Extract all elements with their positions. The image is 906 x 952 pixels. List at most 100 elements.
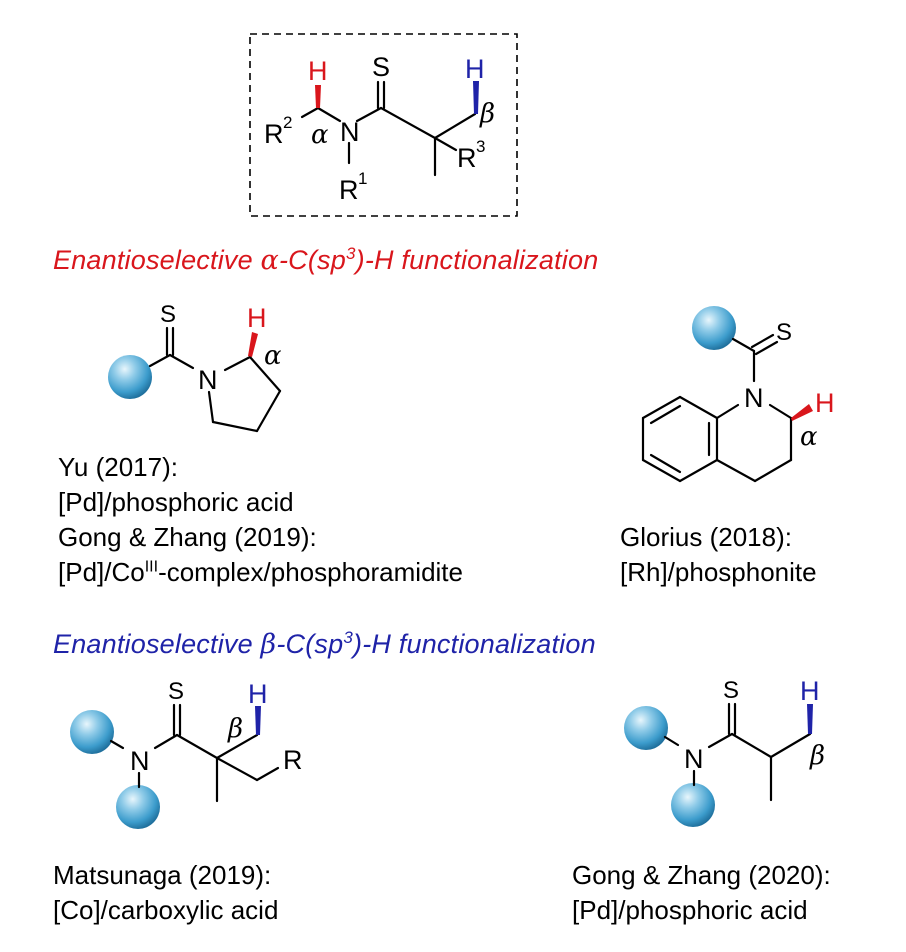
atom-r3-superscript: 3 <box>476 137 485 156</box>
reference-author: Gong & Zhang (2020): <box>572 860 831 890</box>
atom-h-beta: H <box>800 676 820 706</box>
bond <box>379 106 437 140</box>
bond <box>255 389 282 433</box>
bond <box>211 420 259 433</box>
label-beta: β <box>479 99 495 129</box>
bond <box>355 106 383 123</box>
bond <box>678 458 719 483</box>
label-alpha: α <box>264 341 282 371</box>
beta-left-references: Matsunaga (2019): [Co]/carboxylic acid <box>53 858 278 928</box>
label-beta: β <box>227 714 243 744</box>
atom-r2: R <box>264 119 284 149</box>
wedge-bond-beta-h <box>807 704 813 734</box>
label-alpha: α <box>311 120 329 150</box>
propanethioamide-structure: S N H β <box>624 676 825 827</box>
bond <box>148 353 172 368</box>
reference-catalyst: [Rh]/phosphonite <box>620 557 817 587</box>
atom-r1-superscript: 1 <box>358 169 367 188</box>
atom-h-beta: H <box>465 54 485 84</box>
atom-n: N <box>684 744 704 774</box>
bond <box>109 739 125 750</box>
bond <box>641 395 682 420</box>
atom-r1: R <box>339 175 359 205</box>
alpha-left-references: Yu (2017): [Pd]/phosphoric acid Gong & Z… <box>58 450 463 590</box>
bond <box>715 458 757 483</box>
atom-r: R <box>283 745 303 775</box>
atom-n: N <box>744 383 764 413</box>
heading-greek-alpha: α <box>260 245 279 276</box>
label-beta: β <box>809 741 825 771</box>
pyrrolidine-thioamide-structure: S N H α <box>108 301 282 433</box>
heading-suffix: )-H functionalization <box>355 245 599 275</box>
substituent-ball-icon <box>70 710 114 754</box>
atom-s: S <box>372 52 390 82</box>
bond <box>754 340 779 356</box>
bond <box>731 337 756 353</box>
bond <box>663 735 680 747</box>
quaternary-thioamide-structure: S N H β R <box>70 678 303 829</box>
alpha-functionalization-heading: Enantioselective α-C(sp3)-H functionaliz… <box>53 244 598 276</box>
heading-superscript: 3 <box>343 628 353 647</box>
substituent-ball-icon <box>116 785 160 829</box>
reference-author: Matsunaga (2019): <box>53 860 272 890</box>
bond <box>215 733 259 760</box>
bond <box>641 458 682 483</box>
label-alpha: α <box>800 422 818 452</box>
heading-suffix: )-H functionalization <box>353 629 596 659</box>
wedge-bond-alpha-h <box>315 85 321 108</box>
bond <box>750 333 775 349</box>
bond <box>433 136 458 152</box>
reference-catalyst: [Co]/carboxylic acid <box>53 895 279 925</box>
bond <box>769 732 812 759</box>
atom-s: S <box>160 301 176 328</box>
atom-h-beta: H <box>248 679 268 709</box>
atom-h-alpha: H <box>308 56 328 86</box>
substituent-ball-icon <box>108 355 152 399</box>
bond <box>715 403 740 420</box>
bond <box>255 766 280 782</box>
bond <box>153 733 179 750</box>
bond <box>730 732 773 759</box>
beta-right-references: Gong & Zhang (2020): [Pd]/phosphoric aci… <box>572 858 831 928</box>
atom-n: N <box>198 365 218 395</box>
bond <box>175 733 219 760</box>
atom-h-alpha: H <box>247 303 267 333</box>
wedge-bond-alpha-h <box>791 404 813 421</box>
atom-r2-superscript: 2 <box>283 113 292 132</box>
atom-s: S <box>776 319 792 346</box>
wedge-bond-alpha-h <box>248 332 258 357</box>
reference-catalyst: [Pd]/CoIII-complex/phosphoramidite <box>58 555 463 590</box>
bond <box>223 355 252 372</box>
wedge-bond-beta-h <box>255 706 261 735</box>
substituent-ball-icon <box>671 783 715 827</box>
heading-middle: -C(sp <box>276 629 344 659</box>
beta-functionalization-heading: Enantioselective β-C(sp3)-H functionaliz… <box>53 628 596 660</box>
catalyst-text: [Pd]/Co <box>58 557 145 587</box>
bond <box>316 106 342 123</box>
bond <box>168 353 195 370</box>
bond <box>649 404 682 425</box>
atom-h-alpha: H <box>815 388 835 418</box>
heading-prefix: Enantioselective <box>53 629 261 659</box>
tetrahydroquinoline-thioamide-structure: S N H α <box>641 306 835 483</box>
reference-author: Gong & Zhang (2019): <box>58 522 317 552</box>
catalyst-text: -complex/phosphoramidite <box>158 557 463 587</box>
bond <box>753 458 793 483</box>
oxidation-state-superscript: III <box>144 558 159 576</box>
bond <box>248 355 282 393</box>
heading-greek-beta: β <box>260 629 277 660</box>
dashed-frame <box>249 33 518 217</box>
general-thioamide-structure: H H S N R 2 R 1 R 3 α β <box>249 33 518 217</box>
atom-r3: R <box>457 143 477 173</box>
atom-n: N <box>130 746 150 776</box>
bond <box>768 403 793 420</box>
atom-s: S <box>168 678 184 705</box>
bond <box>707 732 734 749</box>
reference-author: Glorius (2018): <box>620 522 792 552</box>
bond <box>678 395 719 420</box>
bond <box>649 453 682 474</box>
heading-middle: -C(sp <box>278 245 346 275</box>
reference-catalyst: [Pd]/phosphoric acid <box>572 895 808 925</box>
bond <box>215 756 259 782</box>
bond <box>433 112 477 140</box>
